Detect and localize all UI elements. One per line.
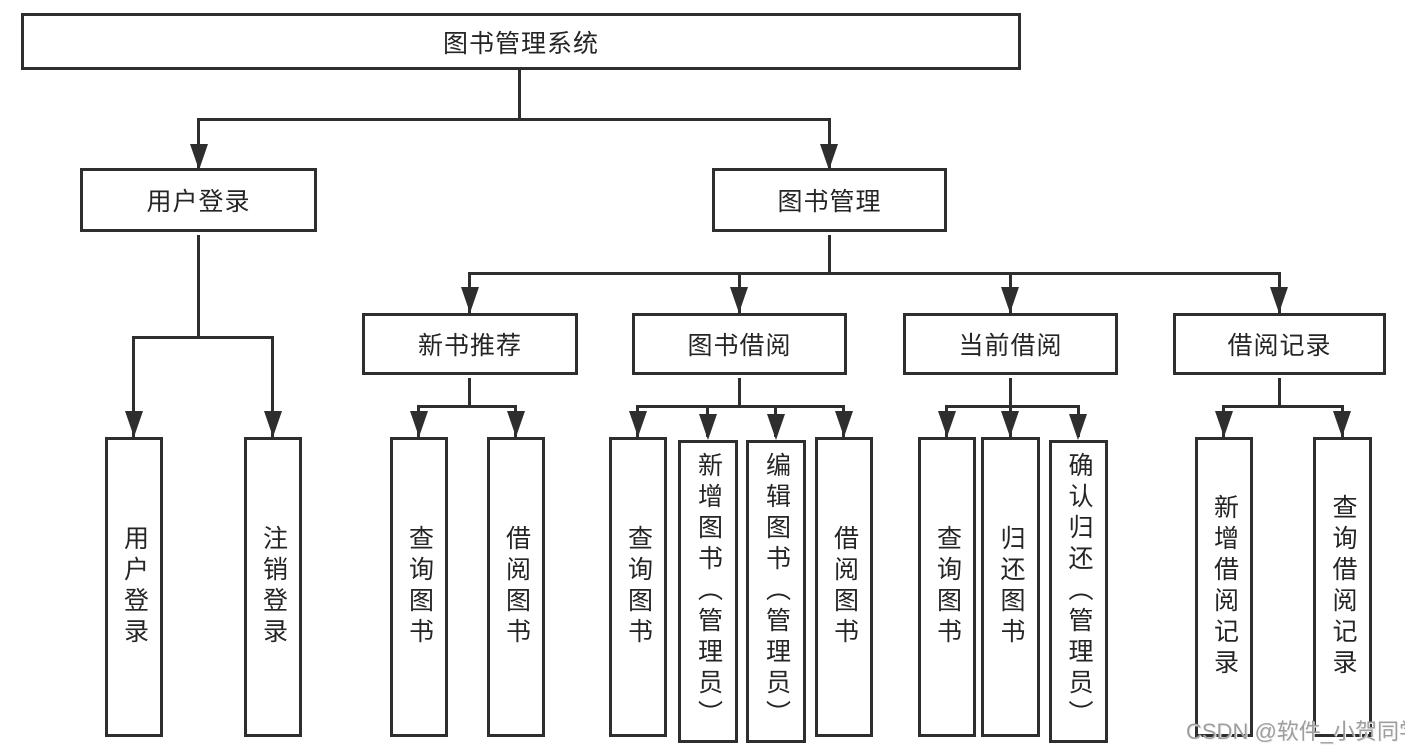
node-root-library-system: 图书管理系统 [21,13,1021,70]
leaf-borrow-books-recommend: 借阅图书 [487,437,545,737]
arrowhead-icon [1215,411,1233,437]
arrowhead-icon [820,144,838,170]
leaf-logout: 注销登录 [244,437,302,737]
node-book-borrowing: 图书借阅 [632,313,847,375]
node-current-borrowing: 当前借阅 [903,313,1118,375]
arrowhead-icon [507,411,525,437]
arrowhead-icon [699,414,717,440]
leaf-add-books-admin: 新增图书（管理员） [678,440,738,743]
leaf-label: 查询借阅记录 [1329,494,1357,680]
connector-line [468,272,1281,275]
arrowhead-icon [1001,287,1019,313]
leaf-query-books-borrowing: 查询图书 [609,437,667,737]
leaf-label: 查询图书 [933,525,962,649]
leaf-label: 注销登录 [259,525,288,649]
connector-line [132,336,274,339]
leaf-return-books: 归还图书 [981,437,1040,737]
node-label: 新书推荐 [417,332,522,360]
connector-line [636,405,845,408]
leaf-label: 编辑图书（管理员） [762,452,791,731]
node-label: 当前借阅 [958,332,1063,360]
leaf-label: 确认归还（管理员） [1065,452,1093,731]
arrowhead-icon [125,411,143,437]
connector-line [271,339,274,437]
arrowhead-icon [835,411,853,437]
leaf-label: 归还图书 [997,525,1025,649]
arrowhead-icon [1001,411,1019,437]
arrowhead-icon [410,411,428,437]
arrowhead-icon [938,411,956,437]
node-borrowing-records: 借阅记录 [1173,313,1386,375]
connector-line [197,235,200,336]
leaf-query-books-recommend: 查询图书 [390,437,448,737]
arrowhead-icon [767,414,785,440]
leaf-label: 查询图书 [624,525,653,649]
leaf-label: 新增图书（管理员） [694,452,723,731]
csdn-watermark: CSDN @软件_小贺同学 [1186,719,1405,744]
node-label: 图书管理 [777,188,882,216]
connector-line [1222,405,1344,408]
connector-line [518,70,521,118]
node-label: 图书借阅 [687,332,792,360]
leaf-borrow-books-borrowing: 借阅图书 [815,437,873,737]
leaf-label: 借阅图书 [502,525,531,649]
leaf-query-books-current: 查询图书 [918,437,976,737]
arrowhead-icon [730,287,748,313]
node-user-login-branch: 用户登录 [80,168,317,232]
connector-line [738,378,741,405]
arrowhead-icon [1069,414,1087,440]
arrowhead-icon [264,411,282,437]
leaf-label: 新增借阅记录 [1210,494,1239,680]
arrowhead-icon [1333,411,1351,437]
arrowhead-icon [461,287,479,313]
leaf-label: 用户登录 [120,525,149,649]
leaf-user-login: 用户登录 [105,437,163,737]
arrowhead-icon [190,144,208,170]
leaf-label: 借阅图书 [830,525,859,649]
connector-line [132,339,135,437]
arrowhead-icon [1270,287,1288,313]
connector-line [468,378,471,405]
node-label: 用户登录 [146,188,251,216]
connector-line [828,235,831,272]
leaf-add-borrow-record: 新增借阅记录 [1195,437,1253,737]
node-book-management: 图书管理 [712,168,947,232]
node-label: 借阅记录 [1227,332,1332,360]
node-label: 图书管理系统 [442,29,599,58]
connector-line [945,405,1080,408]
arrowhead-icon [629,411,647,437]
leaf-confirm-return-admin: 确认归还（管理员） [1049,440,1108,743]
node-new-book-recommend: 新书推荐 [362,313,578,375]
leaf-edit-books-admin: 编辑图书（管理员） [746,440,806,743]
connector-line [197,118,831,121]
connector-line [1278,378,1281,405]
connector-line [417,405,517,408]
leaf-label: 查询图书 [405,525,434,649]
leaf-query-borrow-record: 查询借阅记录 [1313,437,1372,737]
connector-line [1009,378,1012,405]
